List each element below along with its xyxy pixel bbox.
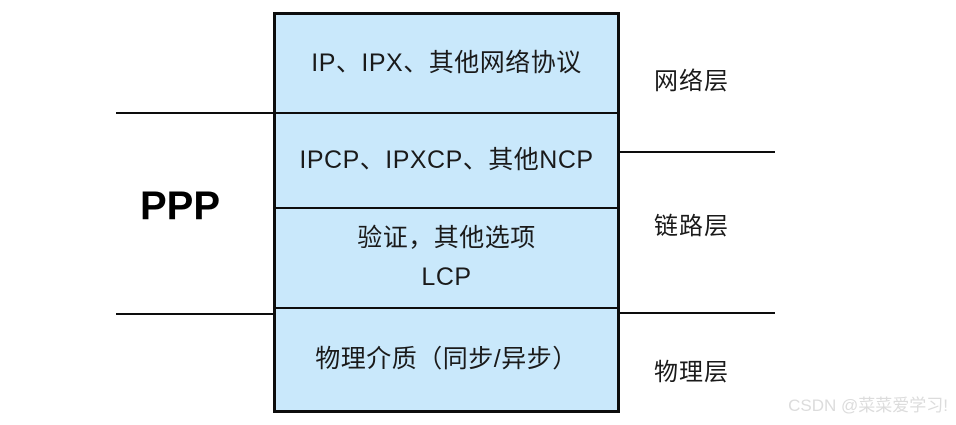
ppp-extent-line-top xyxy=(116,112,274,114)
stack-row-label: IPCP、IPXCP、其他NCP xyxy=(299,146,594,175)
layer-label-network: 网络层 xyxy=(654,68,729,95)
ppp-label: PPP xyxy=(139,184,221,228)
stack-row-network-protocols: IP、IPX、其他网络协议 xyxy=(276,15,617,114)
csdn-watermark: CSDN @菜菜爱学习! xyxy=(788,396,948,415)
ppp-extent-line-bottom xyxy=(116,313,274,315)
layer-separator-link-physical xyxy=(620,312,775,314)
stack-row-label: LCP xyxy=(421,263,472,291)
layer-label-physical: 物理层 xyxy=(654,359,729,386)
stack-row-label: IP、IPX、其他网络协议 xyxy=(311,49,582,78)
stack-row-ncp: IPCP、IPXCP、其他NCP xyxy=(276,114,617,209)
layer-label-link: 链路层 xyxy=(654,213,729,240)
stack-row-physical-medium: 物理介质（同步/异步） xyxy=(276,309,617,410)
stack-row-label: 物理介质（同步/异步） xyxy=(315,345,578,374)
stack-row-lcp: 验证，其他选项 LCP xyxy=(276,209,617,309)
stack-row-label: 验证，其他选项 xyxy=(357,224,536,253)
layer-separator-network-link xyxy=(620,151,775,153)
protocol-stack-box: IP、IPX、其他网络协议 IPCP、IPXCP、其他NCP 验证，其他选项 L… xyxy=(273,12,620,413)
